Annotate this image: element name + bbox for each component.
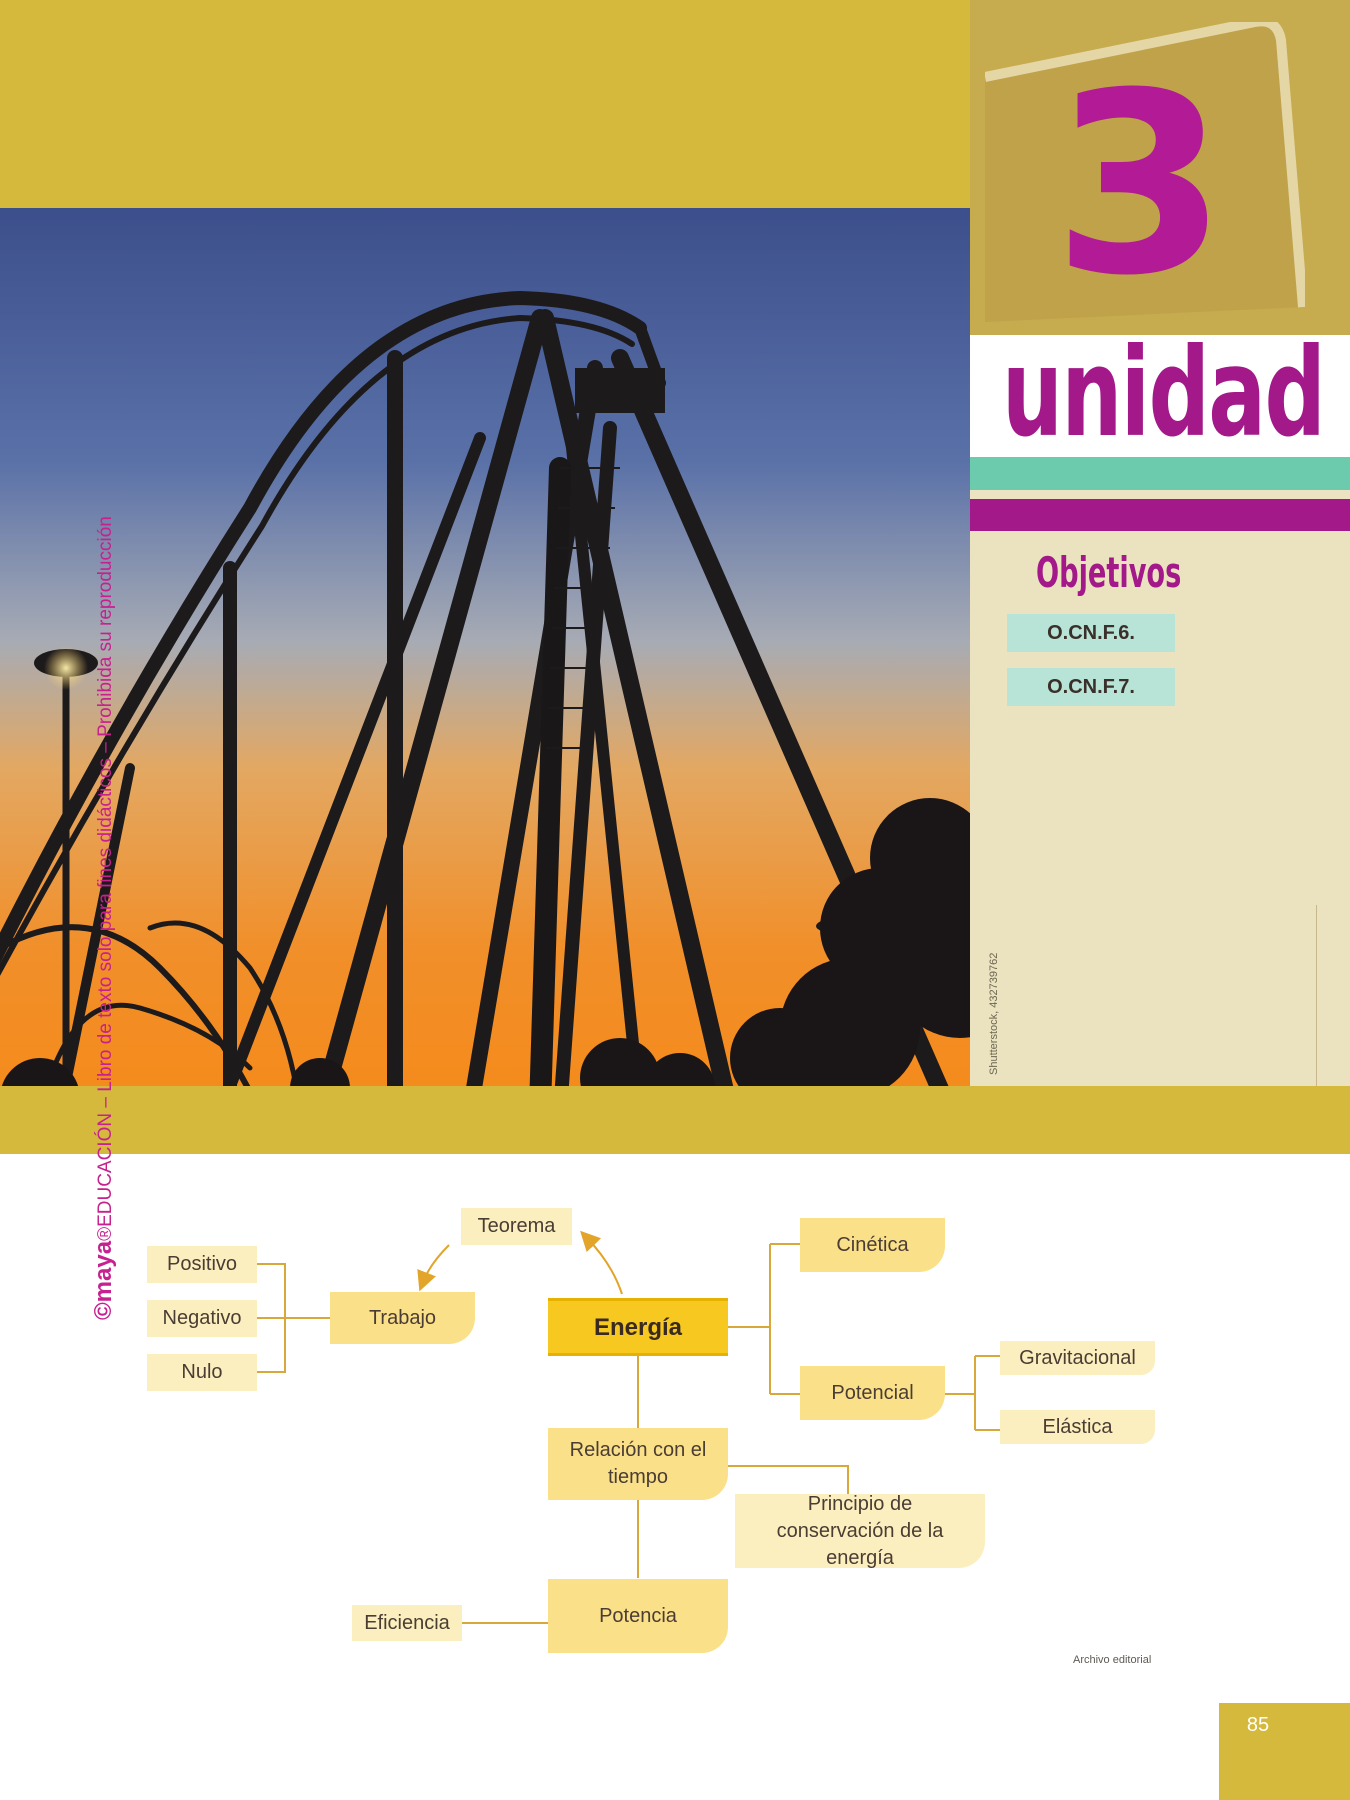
objective-badge: O.CN.F.7. [1007,668,1175,706]
page-number: 85 [1246,1714,1270,1736]
node-negativo: Negativo [147,1300,257,1337]
teal-stripe [970,457,1350,490]
copyright-text: ®EDUCACIÓN – Libro de texto solo para fi… [95,516,116,1241]
node-potencia: Potencia [548,1579,728,1653]
node-trabajo: Trabajo [330,1292,475,1344]
photo-bottom-band [0,1086,970,1112]
image-credit: Archivo editorial [1073,1654,1152,1666]
node-cinetica: Cinética [800,1218,945,1272]
node-potencial: Potencial [800,1366,945,1420]
unit-label-background [970,335,1350,457]
node-gravitacional: Gravitacional [1000,1341,1155,1375]
unit-label: unidad [1002,322,1326,464]
photo-credit: Shutterstock, 432739762 [988,952,1000,1075]
node-teorema: Teorema [461,1208,572,1245]
page-number-box [1219,1703,1350,1800]
unit-number: 3 [1053,39,1227,330]
node-eficiencia: Eficiencia [352,1605,462,1641]
node-nulo: Nulo [147,1354,257,1391]
header-band [0,0,970,208]
magenta-stripe [970,499,1350,531]
node-energia: Energía [548,1298,728,1356]
objectives-title: Objetivos [1036,548,1182,597]
node-relacion: Relación con el tiempo [548,1428,728,1500]
unit-card-decoration [985,22,1305,322]
node-principio: Principio de conservación de la energía [735,1493,985,1569]
node-elastica: Elástica [1000,1410,1155,1444]
roller-coaster-photo [0,208,970,1112]
stripe-gap [970,490,1350,499]
concept-map-connectors [257,1230,1000,1624]
concept-map: Teorema Positivo Negativo Nulo Trabajo E… [0,1154,1350,1694]
divider-line [1316,905,1317,1115]
node-positivo: Positivo [147,1246,257,1283]
objective-badge: O.CN.F.6. [1007,614,1175,652]
